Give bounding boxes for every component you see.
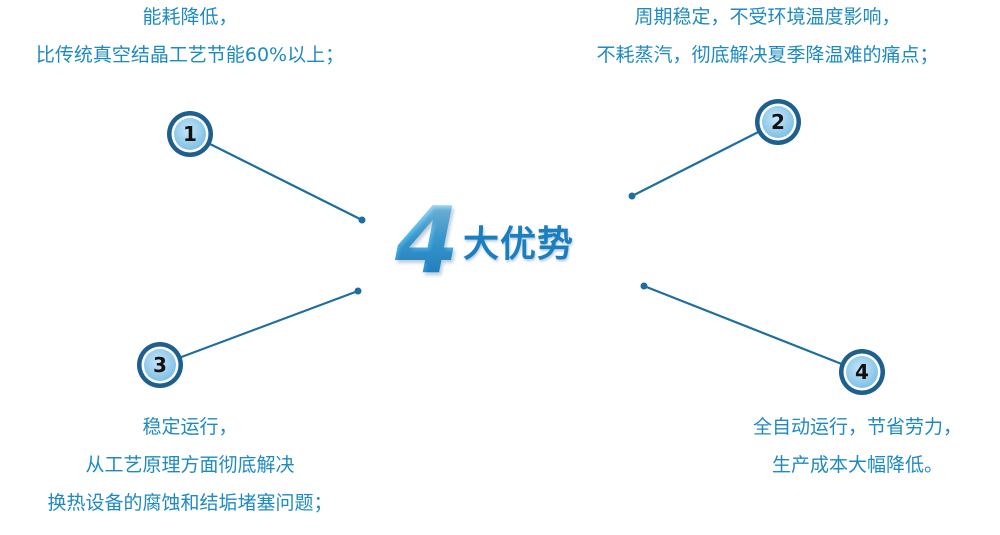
advantage-3-line-3: 换热设备的腐蚀和结垢堵塞问题； [47,492,333,514]
badge-4: 4 [839,349,885,395]
badge-4-number: 4 [855,360,869,384]
connector-4 [640,282,863,374]
advantage-4-text: 全自动运行，节省劳力， 生产成本大幅降低。 [720,408,995,484]
badge-1-number: 1 [183,122,197,146]
center-number: 4 [395,187,460,294]
connector-2 [628,121,779,200]
connector-1 [189,133,366,224]
advantage-2-line-2: 不耗蒸汽，彻底解决夏季降温难的痛点； [596,44,939,66]
badge-2-number: 2 [771,110,785,134]
badge-3-number: 3 [153,353,167,377]
advantage-3-line-2: 从工艺原理方面彻底解决 [85,454,295,476]
advantage-1-line-1: 能耗降低， [142,6,238,28]
advantage-2-line-1: 周期稳定，不受环境温度影响， [634,6,901,28]
advantage-1-text: 能耗降低， 比传统真空结晶工艺节能60%以上； [0,0,380,74]
advantage-3-text: 稳定运行， 从工艺原理方面彻底解决 换热设备的腐蚀和结垢堵塞问题； [0,408,380,522]
center-title: 4 大优势 [395,187,575,294]
badge-3: 3 [137,342,183,388]
connector-3 [159,287,362,367]
advantage-2-text: 周期稳定，不受环境温度影响， 不耗蒸汽，彻底解决夏季降温难的痛点； [540,0,995,74]
advantage-3-line-1: 稳定运行， [142,416,238,438]
badge-2: 2 [755,99,801,145]
badge-1: 1 [167,111,213,157]
advantage-1-line-2: 比传统真空结晶工艺节能60%以上； [35,44,345,66]
advantage-4-line-2: 生产成本大幅降低。 [771,454,943,476]
center-title-text: 大优势 [463,224,575,265]
advantage-4-line-1: 全自动运行，节省劳力， [752,416,962,438]
